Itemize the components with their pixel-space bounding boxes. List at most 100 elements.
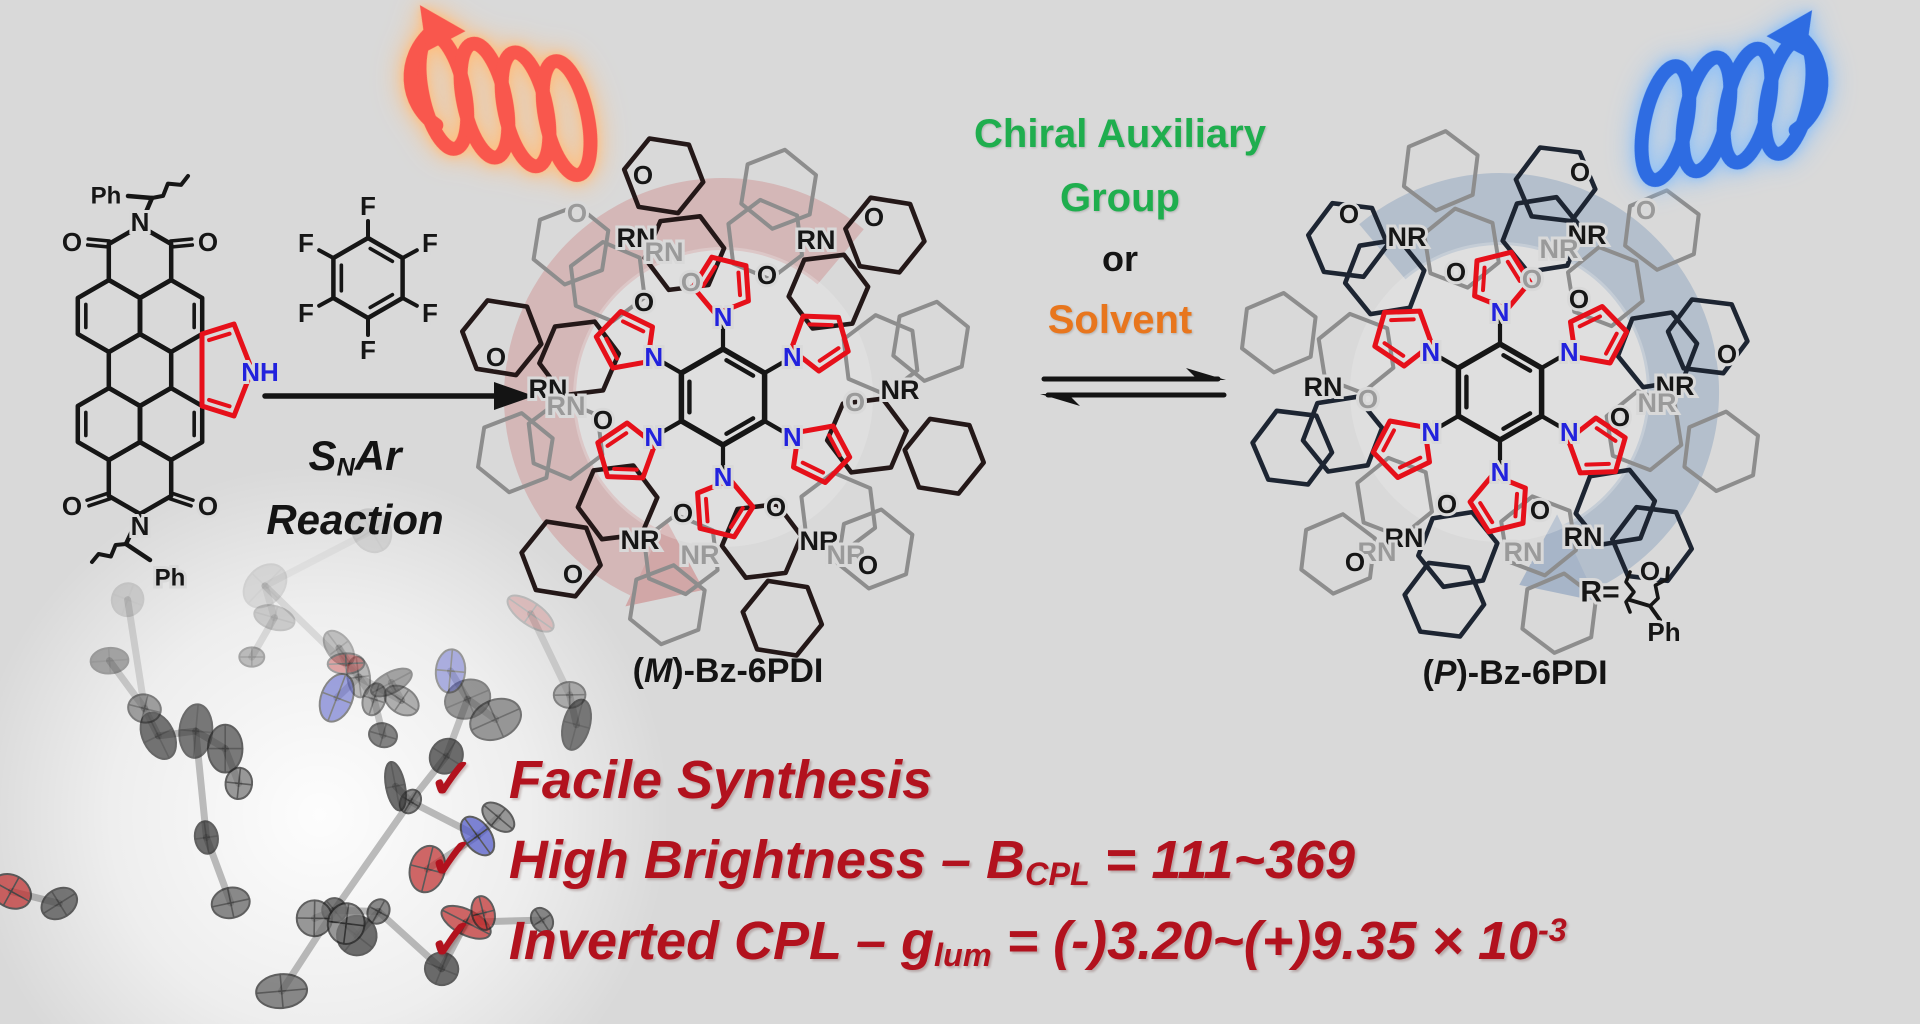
highlight-text: Inverted CPL – glum = (-)3.20~(+)9.35 × … bbox=[508, 911, 1567, 974]
svg-text:NR: NR bbox=[1638, 388, 1677, 418]
p-macrocycle-structure bbox=[1240, 129, 1760, 655]
p-macrocycle-name: (P)-Bz-6PDI bbox=[1422, 654, 1608, 692]
svg-text:O: O bbox=[563, 559, 583, 589]
svg-text:O: O bbox=[1339, 199, 1359, 229]
hexafluorobenzene-structure bbox=[317, 219, 419, 337]
svg-text:N: N bbox=[1421, 417, 1440, 447]
chiral-auxiliary-text: Chiral Auxiliary bbox=[974, 112, 1266, 156]
highlight-high-brightness: ✓ High Brightness – BCPL = 111~369 bbox=[428, 826, 1567, 893]
svg-text:Ph: Ph bbox=[91, 183, 122, 210]
svg-text:N: N bbox=[714, 302, 733, 332]
svg-text:O: O bbox=[198, 491, 218, 521]
svg-text:O: O bbox=[1446, 257, 1466, 287]
svg-text:O: O bbox=[634, 287, 654, 317]
svg-text:NR: NR bbox=[800, 526, 839, 556]
svg-text:O: O bbox=[198, 227, 218, 257]
svg-text:Ph: Ph bbox=[1647, 617, 1680, 647]
svg-text:NH: NH bbox=[241, 357, 279, 387]
highlights-list: ✓ Facile Synthesis ✓ High Brightness – B… bbox=[428, 746, 1567, 988]
svg-text:N: N bbox=[1560, 337, 1579, 367]
or-text: or bbox=[1102, 238, 1138, 279]
svg-text:O: O bbox=[864, 202, 884, 232]
svg-text:N: N bbox=[1491, 297, 1510, 327]
equilibrium-arrows bbox=[1040, 368, 1227, 406]
helix-icons bbox=[403, 5, 1829, 187]
highlight-text: High Brightness – BCPL = 111~369 bbox=[508, 830, 1356, 893]
svg-text:NR: NR bbox=[1656, 371, 1695, 401]
m-macrocycle-rotation-band bbox=[504, 178, 864, 607]
svg-text:O: O bbox=[845, 387, 865, 417]
svg-text:O: O bbox=[1640, 556, 1660, 586]
p-helix-icon bbox=[1634, 10, 1829, 187]
r-group-definition bbox=[1624, 566, 1670, 622]
check-icon: ✓ bbox=[428, 747, 475, 810]
svg-text:O: O bbox=[62, 227, 82, 257]
svg-text:O: O bbox=[766, 492, 786, 522]
svg-text:O: O bbox=[1636, 195, 1656, 225]
reaction-arrow bbox=[262, 382, 534, 410]
svg-text:O: O bbox=[673, 498, 693, 528]
svg-text:NR: NR bbox=[827, 540, 866, 570]
svg-text:F: F bbox=[360, 191, 376, 221]
svg-text:O: O bbox=[633, 160, 653, 190]
svg-text:NR: NR bbox=[681, 540, 720, 570]
svg-text:RN: RN bbox=[797, 225, 836, 255]
m-macrocycle-structure bbox=[459, 136, 987, 658]
svg-text:F: F bbox=[298, 228, 314, 258]
svg-text:RN: RN bbox=[547, 391, 586, 421]
svg-text:O: O bbox=[858, 550, 878, 580]
m-helix-icon bbox=[403, 5, 598, 182]
svg-text:N: N bbox=[644, 342, 663, 372]
highlight-inverted-cpl: ✓ Inverted CPL – glum = (-)3.20~(+)9.35 … bbox=[428, 907, 1567, 974]
svg-text:NR: NR bbox=[881, 375, 920, 405]
svg-text:RN: RN bbox=[1358, 537, 1397, 567]
svg-text:R=: R= bbox=[1580, 576, 1619, 609]
svg-text:N: N bbox=[1421, 337, 1440, 367]
check-icon: ✓ bbox=[428, 908, 475, 972]
svg-text:O: O bbox=[1569, 284, 1589, 314]
svg-text:N: N bbox=[1560, 417, 1579, 447]
snar-reaction-label: SNAr Reaction bbox=[225, 430, 485, 546]
svg-text:O: O bbox=[1570, 157, 1590, 187]
snar-line2: Reaction bbox=[266, 495, 444, 543]
pdi-monomer-structure bbox=[75, 174, 255, 564]
m-macrocycle-name: (M)-Bz-6PDI bbox=[632, 652, 824, 690]
svg-text:O: O bbox=[757, 260, 777, 290]
svg-text:O: O bbox=[1530, 495, 1550, 525]
svg-text:O: O bbox=[1358, 384, 1378, 414]
svg-text:Ph: Ph bbox=[155, 565, 186, 592]
highlight-facile-synthesis: ✓ Facile Synthesis bbox=[428, 746, 1567, 812]
svg-text:RN: RN bbox=[617, 223, 656, 253]
svg-text:O: O bbox=[593, 405, 613, 435]
svg-text:O: O bbox=[1610, 402, 1630, 432]
crystal-structure-ortep bbox=[0, 465, 670, 1024]
svg-text:N: N bbox=[1491, 457, 1510, 487]
svg-text:N: N bbox=[714, 462, 733, 492]
svg-text:O: O bbox=[1717, 339, 1737, 369]
svg-text:O: O bbox=[486, 342, 506, 372]
svg-text:N: N bbox=[131, 207, 150, 237]
svg-text:N: N bbox=[644, 422, 663, 452]
svg-text:RN: RN bbox=[645, 237, 684, 267]
svg-text:F: F bbox=[360, 335, 376, 365]
svg-text:NR: NR bbox=[1540, 234, 1579, 264]
svg-text:F: F bbox=[422, 298, 438, 328]
svg-text:O: O bbox=[567, 198, 587, 228]
svg-text:O: O bbox=[1345, 547, 1365, 577]
svg-text:O: O bbox=[1437, 489, 1457, 519]
svg-text:N: N bbox=[131, 511, 150, 541]
svg-text:N: N bbox=[783, 422, 802, 452]
svg-text:F: F bbox=[422, 228, 438, 258]
svg-text:O: O bbox=[681, 267, 701, 297]
check-icon: ✓ bbox=[428, 827, 475, 890]
svg-text:O: O bbox=[62, 491, 82, 521]
svg-text:RN: RN bbox=[1385, 523, 1424, 553]
highlight-text: Facile Synthesis bbox=[508, 750, 933, 810]
svg-text:NR: NR bbox=[1388, 222, 1427, 252]
svg-text:RN: RN bbox=[1504, 537, 1543, 567]
svg-text:N: N bbox=[783, 342, 802, 372]
svg-text:RN: RN bbox=[1564, 522, 1603, 552]
chemical-structures bbox=[75, 129, 1760, 658]
